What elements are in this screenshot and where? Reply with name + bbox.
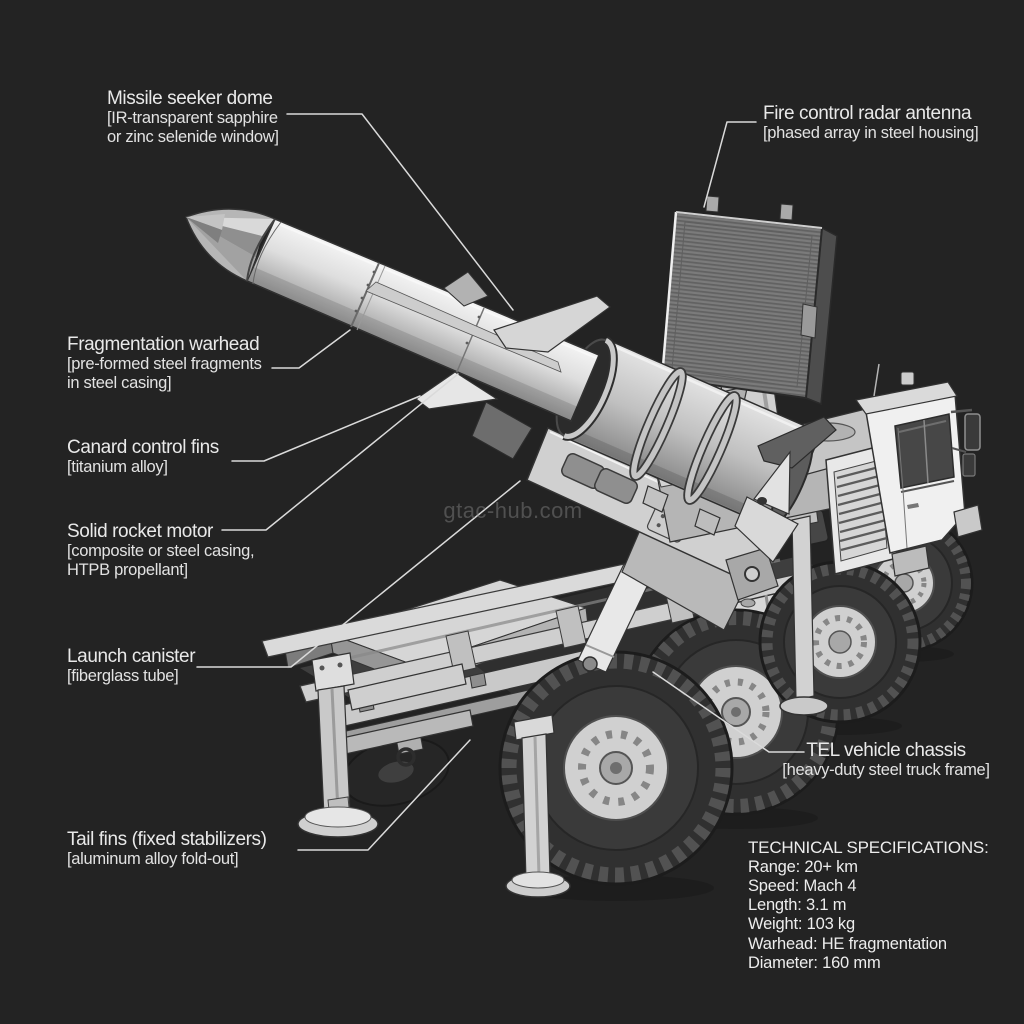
wheel — [758, 560, 922, 724]
leader-tailfins — [297, 739, 471, 851]
label-title: Solid rocket motor — [67, 521, 213, 542]
spec-warhead: Warhead: HE fragmentation — [748, 934, 947, 953]
radar-panel-face — [660, 210, 824, 400]
label-seeker-dome: Missile seeker dome [IR-transparent sapp… — [107, 88, 279, 146]
cab-beacon — [900, 371, 915, 386]
far-side-wheel — [342, 737, 450, 807]
tow-hook — [396, 747, 416, 767]
leader-warhead — [271, 329, 351, 369]
label-title: Launch canister — [67, 646, 196, 667]
label-title: Fire control radar antenna — [763, 103, 972, 124]
label-title: Canard control fins — [67, 437, 219, 458]
label-detail: or zinc selenide window] — [107, 127, 279, 146]
label-detail: [aluminum alloy fold-out] — [67, 850, 239, 868]
label-detail: HTPB propellant] — [67, 560, 188, 579]
label-canard-fins: Canard control fins [titanium alloy] — [67, 437, 219, 477]
label-detail: [fiberglass tube] — [67, 667, 179, 685]
label-warhead: Fragmentation warhead [pre-formed steel … — [67, 334, 262, 392]
missile — [185, 208, 618, 460]
label-title: Missile seeker dome — [107, 88, 273, 109]
label-detail: [titanium alloy] — [67, 458, 168, 476]
leader-canard — [231, 395, 421, 462]
label-detail: in steel casing] — [67, 373, 172, 392]
cab-antenna — [873, 363, 880, 397]
spec-length: Length: 3.1 m — [748, 896, 847, 915]
leader-canister — [196, 480, 521, 668]
watermark: gtac-hub.com — [443, 498, 583, 523]
missile-body — [246, 218, 600, 422]
label-rocket-motor: Solid rocket motor [composite or steel c… — [67, 521, 255, 579]
side-mirror — [964, 413, 981, 451]
spec-speed: Speed: Mach 4 — [748, 876, 857, 895]
leader-seeker — [286, 113, 514, 311]
seeker-dome — [185, 208, 282, 285]
spec-weight: Weight: 103 kg — [748, 915, 855, 934]
technical-specifications: TECHNICAL SPECIFICATIONS: Range: 20+ km … — [748, 838, 989, 973]
label-radar-antenna: Fire control radar antenna [phased array… — [763, 103, 979, 143]
outrigger-jacks — [297, 505, 830, 898]
label-title: Tail fins (fixed stabilizers) — [67, 829, 267, 850]
label-detail: [composite or steel casing, — [67, 542, 255, 560]
spec-range: Range: 20+ km — [748, 857, 858, 876]
leader-motor — [221, 373, 459, 531]
label-detail: [phased array in steel housing] — [763, 124, 979, 142]
label-title: TEL vehicle chassis — [806, 740, 966, 761]
launch-canister — [555, 338, 837, 563]
tail-fin — [757, 416, 837, 469]
label-launch-canister: Launch canister [fiberglass tube] — [67, 646, 196, 686]
label-tail-fins: Tail fins (fixed stabilizers) [aluminum … — [67, 829, 267, 869]
label-detail: [heavy-duty steel truck frame] — [782, 761, 990, 779]
leader-lines — [196, 113, 805, 851]
spec-diameter: Diameter: 160 mm — [748, 953, 881, 972]
tail-fin — [734, 496, 799, 563]
truck-cab — [825, 363, 983, 577]
leader-chassis — [652, 671, 805, 753]
specs-title: TECHNICAL SPECIFICATIONS: — [748, 838, 989, 857]
cab-window — [894, 413, 955, 489]
canard-fins — [414, 271, 611, 460]
wheel — [498, 650, 734, 886]
label-detail: [pre-formed steel fragments — [67, 355, 262, 373]
label-detail: [IR-transparent sapphire — [107, 109, 278, 127]
leader-radar — [703, 121, 757, 208]
label-tel-chassis: TEL vehicle chassis [heavy-duty steel tr… — [778, 740, 994, 780]
label-title: Fragmentation warhead — [67, 334, 260, 355]
